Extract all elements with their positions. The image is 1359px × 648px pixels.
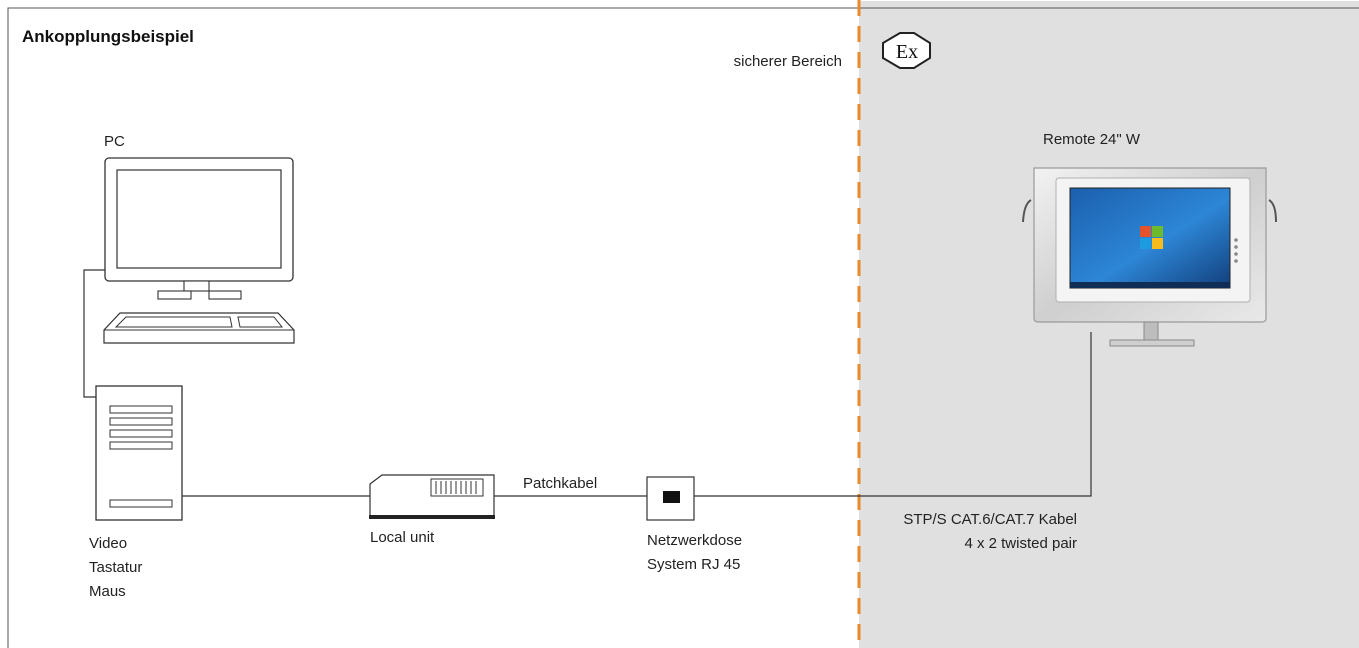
- socket-label-line1: Netzwerkdose: [647, 532, 742, 549]
- pc-tower-icon: [95, 385, 183, 521]
- safe-area-label: sicherer Bereich: [734, 53, 842, 70]
- monitor-cable: [83, 269, 105, 398]
- remote-panel-icon: [1022, 167, 1277, 347]
- network-socket-icon: [646, 476, 695, 521]
- frame: [7, 7, 1359, 648]
- hazard-zone: [859, 1, 1359, 648]
- field-cable: [694, 332, 1092, 497]
- pc-port-mouse: Maus: [89, 583, 126, 600]
- pc-port-keyboard: Tastatur: [89, 559, 142, 576]
- cable-label-line1: STP/S CAT.6/CAT.7 Kabel: [903, 511, 1077, 528]
- ex-hazard-icon: Ex: [882, 32, 931, 69]
- remote-label: Remote 24" W: [1043, 131, 1141, 148]
- cable-label-line2: 4 x 2 twisted pair: [964, 535, 1077, 552]
- socket-label-line2: System RJ 45: [647, 556, 740, 573]
- ex-symbol-text: Ex: [896, 41, 918, 63]
- pc-monitor-icon: [104, 157, 294, 300]
- local-unit-icon: [369, 474, 495, 519]
- local-unit-label: Local unit: [370, 529, 435, 546]
- diagram-title: Ankopplungsbeispiel: [22, 27, 194, 46]
- patch-cable-label: Patchkabel: [523, 475, 597, 492]
- pc-label: PC: [104, 133, 125, 150]
- pc-port-video: Video: [89, 535, 127, 552]
- keyboard-icon: [103, 312, 295, 344]
